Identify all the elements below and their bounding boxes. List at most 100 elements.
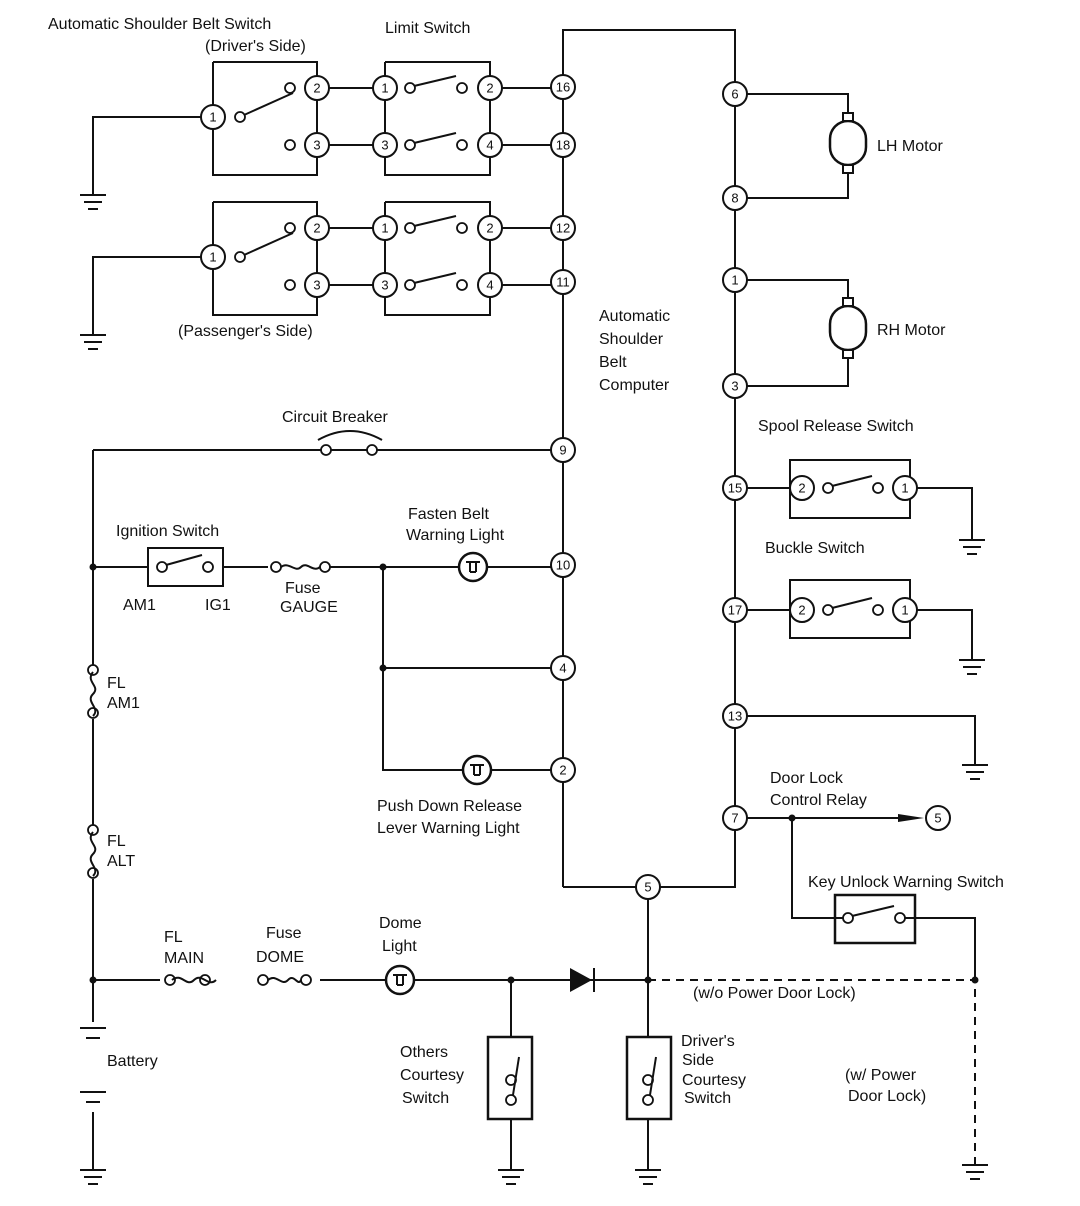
belt-switch-pin-number: 2 [313,221,320,236]
contact-terminal [257,974,269,986]
contact-terminal [164,974,176,986]
belt-switch-pin-number: 3 [313,138,320,153]
drivers-side-label: (Driver's Side) [205,38,306,55]
push-down-label-1: Push Down Release [377,798,522,815]
text-labels: Automatic Shoulder Belt Switch (Driver's… [48,16,1004,1107]
drivers-courtesy-label-2: Side [682,1052,714,1069]
junction-dot [89,563,97,571]
contact-terminal [234,251,246,263]
computer-pin-3 [722,373,748,399]
key-unlock-switch-box [833,893,917,945]
limit-switch-pin-number: 1 [381,221,388,236]
junction-dot [507,976,515,984]
limit-switch-pin-number: 2 [486,81,493,96]
contact-terminal [87,824,99,836]
switch-blade [243,232,294,256]
fuse-gauge-label-2: GAUGE [280,599,338,616]
limit-switch-pin [372,132,398,158]
computer-pin-bottom [635,874,661,900]
computer-pin-18-number: 18 [556,138,570,153]
relay-pin-number: 5 [934,811,941,826]
computer-pin-11-number: 11 [556,275,570,290]
switch-blade [165,554,203,566]
contact-terminal [300,974,312,986]
bulb-icon [457,551,489,583]
contact-terminal [284,222,296,234]
contact-terminal [642,1094,654,1106]
computer-label-1: Automatic [599,308,670,325]
limit-switch-pin [372,272,398,298]
switch-blade [512,1056,520,1096]
contact-terminal [87,707,99,719]
limit-switch-pin-number: 2 [486,221,493,236]
contact-terminal [366,444,378,456]
ground-icon [80,194,106,210]
bulb-icon [461,754,493,786]
battery-label: Battery [107,1053,158,1070]
ground-icon [635,1169,661,1185]
lh-motor-label: LH Motor [877,138,943,155]
computer-pin-bottom-number: 5 [644,880,651,895]
limit-switch-pin-number: 3 [381,278,388,293]
computer-pin-16 [550,74,576,100]
ground-wire [92,116,213,195]
contact-terminal [404,82,416,94]
computer-pin-12 [550,215,576,241]
drivers-courtesy-label-3: Courtesy [682,1072,746,1089]
bulb-filament [466,561,480,573]
fusible-link-icon [171,976,217,984]
contact-terminal [456,82,468,94]
wire [905,609,973,660]
computer-pin-8-number: 8 [731,191,738,206]
belt-switch-pin [304,272,330,298]
belt-switch-pin [200,244,226,270]
buckle-switch-pin-number: 1 [901,603,908,618]
belt-switch-pin [304,215,330,241]
battery-gap [80,1022,106,1112]
contact-terminal [404,279,416,291]
contact-terminal [202,561,214,573]
computer-pin-13-number: 13 [728,709,742,724]
computer-pin-7-number: 7 [731,811,738,826]
ground-icon [959,539,985,555]
motor-brush [842,112,854,122]
belt-switch-pin [304,132,330,158]
wire [905,487,973,540]
computer-label-4: Computer [599,377,670,394]
fl-main-label-1: FL [164,929,183,946]
computer-pin-2-number: 2 [559,763,566,778]
computer-pin-15-number: 15 [728,481,742,496]
computer-pin-7 [722,805,748,831]
belt-switch-pin-number: 1 [209,250,216,265]
relay-pin [925,805,951,831]
computer-pin-4-number: 4 [559,661,566,676]
contact-terminal [872,482,884,494]
motor-icon [828,119,868,167]
fuse-gap [160,972,320,988]
belt-switch-passengers-box [212,201,318,316]
computer-pin-6 [722,81,748,107]
drivers-courtesy-label-1: Driver's [681,1033,735,1050]
computer-pin-8 [722,185,748,211]
contact-terminal [872,604,884,616]
ig1-label: IG1 [205,597,231,614]
switch-blade [831,597,873,609]
ground-icon [498,1169,524,1185]
belt-switch-pin-number: 2 [313,81,320,96]
limit-switch-pin [477,75,503,101]
contact-terminal [456,222,468,234]
contact-terminal [270,561,282,573]
limit-switch-pin-number: 3 [381,138,388,153]
computer-pin-1-number: 1 [731,273,738,288]
spool-switch-pin-number: 2 [798,481,805,496]
computer-pin-2 [550,757,576,783]
fl-am1-label-1: FL [107,675,126,692]
motor-brush [842,349,854,359]
motor-icon [828,304,868,352]
computer-pin-9-number: 9 [559,443,566,458]
junction-dot [788,814,796,822]
contact-terminal [404,222,416,234]
buckle-switch-pin [892,597,918,623]
